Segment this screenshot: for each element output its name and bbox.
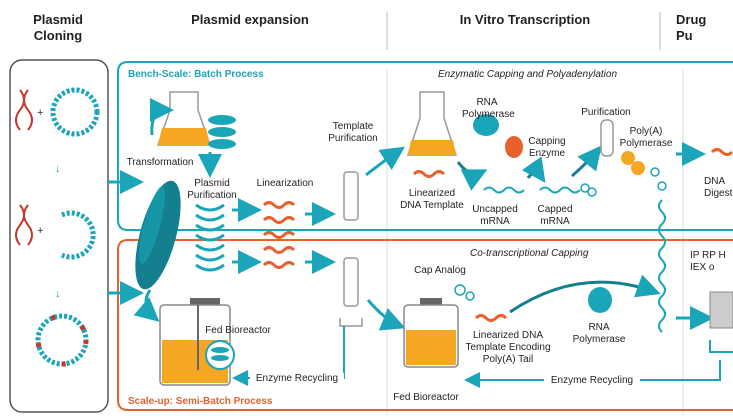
purification-label: Purification: [581, 107, 631, 118]
capped-mrna-icon: [539, 186, 581, 194]
bench-scale-title: Bench-Scale: Batch Process: [128, 69, 264, 80]
rna-polymerase-icon: [588, 287, 612, 313]
cell-colony-icon: [208, 115, 236, 149]
header-plasmid-cloning: Plasmid Cloning: [33, 12, 83, 43]
capped-mrna-label: Capped mRNA: [537, 204, 573, 227]
enzyme-recycling-label-2: Enzyme Recycling: [544, 375, 640, 387]
dna-digest-label: DNA Digest: [704, 176, 733, 199]
plasmid-stack-icon: [195, 203, 225, 272]
linearized-template-label: Linearized DNA Template: [400, 188, 464, 211]
fed-bioreactor-label-1: Fed Bioreactor: [205, 325, 271, 336]
plasmid-cloning-box: [9, 59, 109, 413]
svg-text:+: +: [37, 225, 43, 237]
linearization-label: Linearization: [256, 178, 314, 189]
svg-text:↓: ↓: [55, 163, 61, 175]
transformation-label: Transformation: [126, 157, 194, 168]
plasmid-purification-label: Plasmid Purification: [187, 178, 237, 201]
svg-text:↓: ↓: [55, 288, 61, 300]
header-in-vitro-transcription: In Vitro Transcription: [459, 12, 591, 27]
fed-bioreactor-icon: [403, 298, 459, 368]
header-drug-substance: Drug Pu: [676, 12, 707, 43]
cap-analog-icon: [454, 284, 466, 296]
flask-icon: [156, 91, 212, 146]
rna-polymerase-icon: [473, 114, 499, 136]
uncapped-mrna-icon: [483, 186, 525, 194]
mrna-strand-icon: [658, 199, 666, 333]
linearized-dna-icon: [262, 201, 296, 269]
plasmid-ring-icon: [35, 87, 100, 367]
scale-up-box: [117, 239, 733, 411]
uncapped-mrna-label: Uncapped mRNA: [472, 204, 518, 227]
scale-up-subtitle: Co-transcriptional Capping: [470, 248, 589, 259]
hplc-instrument-icon: [709, 291, 733, 329]
template-encoding-label: Linearized DNA Template Encoding Poly(A)…: [465, 330, 551, 365]
bacterium-icon: [135, 180, 181, 290]
rna-polymerase-scale-label: RNA Polymerase: [572, 322, 626, 345]
header-plasmid-expansion: Plasmid expansion: [191, 12, 309, 27]
fed-bioreactor-label-2: Fed Bioreactor: [393, 392, 459, 403]
bench-scale-box: [117, 61, 733, 231]
capping-enzyme-label: Capping Enzyme: [528, 136, 566, 159]
iprp-label: IP RP H IEX o: [690, 250, 726, 273]
polya-polymerase-icon: [621, 151, 645, 175]
purification-tube-icon: [600, 119, 614, 157]
ivt-flask-icon: [406, 91, 458, 156]
dna-helix-icon: [15, 89, 33, 246]
enzyme-recycling-label-1: Enzyme Recycling: [250, 373, 344, 385]
purification-column-icon: [343, 171, 359, 221]
recombinant-plasmid-icon: [35, 313, 89, 367]
scale-up-title: Scale-up: Semi-Batch Process: [128, 396, 273, 407]
template-purification-label: Template Purification: [328, 121, 378, 144]
svg-text:+: +: [37, 107, 43, 119]
polya-polymerase-label: Poly(A) Polymerase: [619, 126, 673, 149]
bench-scale-subtitle: Enzymatic Capping and Polyadenylation: [438, 69, 617, 80]
cap-analog-label: Cap Analog: [414, 265, 466, 276]
purification-column-icon: [343, 257, 359, 307]
dna-digest-icon: [710, 148, 733, 156]
capping-enzyme-icon: [505, 136, 523, 158]
rna-polymerase-label: RNA Polymerase: [462, 97, 515, 120]
